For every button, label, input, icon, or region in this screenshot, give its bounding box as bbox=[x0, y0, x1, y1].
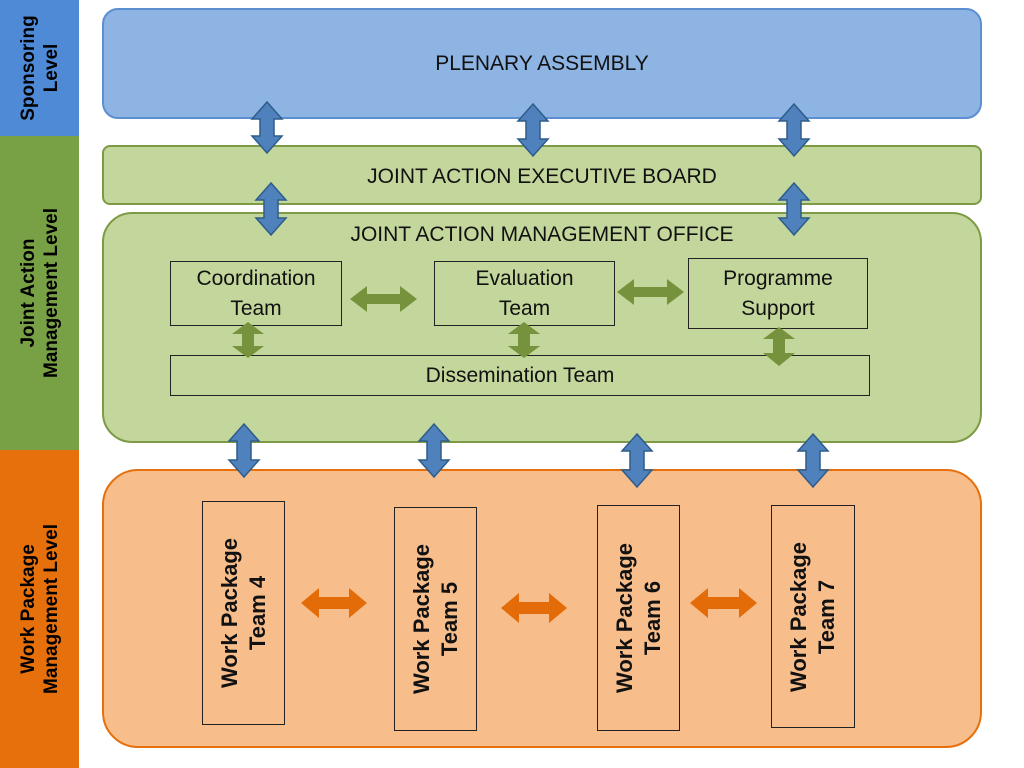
work-package-team-4-label: Work Package Team 4 bbox=[216, 537, 270, 689]
work-package-team-5-label: Work Package Team 5 bbox=[408, 543, 462, 695]
coordination-team-box: Coordination Team bbox=[170, 261, 342, 326]
work-package-team-4-box: Work Package Team 4 bbox=[202, 501, 285, 725]
work-package-team-5-box: Work Package Team 5 bbox=[394, 507, 477, 731]
work-package-level-label: Work Package Management Level bbox=[17, 524, 62, 694]
work-package-level-bar: Work Package Management Level bbox=[0, 450, 79, 768]
dissemination-team-label: Dissemination Team bbox=[425, 363, 615, 387]
dissemination-team-box: Dissemination Team bbox=[170, 355, 870, 396]
coordination-team-label: Coordination Team bbox=[196, 266, 316, 320]
work-package-team-6-label: Work Package Team 6 bbox=[611, 542, 665, 694]
evaluation-team-box: Evaluation Team bbox=[434, 261, 615, 326]
plenary-assembly-label: PLENARY ASSEMBLY bbox=[435, 51, 649, 75]
programme-support-box: Programme Support bbox=[688, 258, 868, 329]
management-office-title: JOINT ACTION MANAGEMENT OFFICE bbox=[350, 223, 734, 246]
work-package-team-6-box: Work Package Team 6 bbox=[597, 505, 680, 731]
plenary-assembly-box: PLENARY ASSEMBLY bbox=[102, 8, 982, 119]
executive-board-box: JOINT ACTION EXECUTIVE BOARD bbox=[102, 145, 982, 205]
joint-action-level-label: Joint Action Management Level bbox=[17, 208, 62, 378]
evaluation-team-label: Evaluation Team bbox=[475, 266, 574, 320]
work-package-team-7-box: Work Package Team 7 bbox=[771, 505, 855, 728]
sponsoring-level-label: Sponsoring Level bbox=[17, 15, 62, 121]
programme-support-label: Programme Support bbox=[723, 266, 833, 320]
work-package-team-7-label: Work Package Team 7 bbox=[786, 541, 840, 692]
sponsoring-level-bar: Sponsoring Level bbox=[0, 0, 79, 136]
executive-board-label: JOINT ACTION EXECUTIVE BOARD bbox=[367, 165, 717, 188]
joint-action-level-bar: Joint Action Management Level bbox=[0, 136, 79, 450]
